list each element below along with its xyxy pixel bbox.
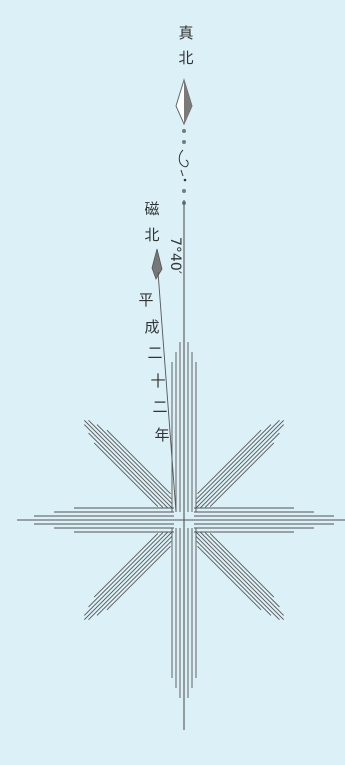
declination-value: 7°40′ (167, 237, 183, 274)
se-ray-line (197, 546, 261, 610)
sw-ray-line (97, 541, 171, 615)
se-ray-line (195, 531, 283, 619)
sw-ray-line (84, 531, 172, 619)
ne-ray-line (196, 420, 279, 503)
true-north-arrowhead-icon (176, 80, 192, 124)
year-char-3: 十 (150, 372, 165, 390)
year-char-1: 成 (144, 318, 159, 336)
ne-ray-line (210, 443, 274, 507)
se-ray-line (197, 541, 271, 615)
sw-ray-line (94, 533, 158, 597)
ne-ray-line (205, 433, 279, 507)
year-char-4: 二 (152, 398, 167, 416)
nw-ray-line (94, 443, 158, 507)
sw-ray-line (89, 536, 172, 619)
se-ray-line (200, 532, 283, 615)
sw-ray-line (89, 533, 163, 607)
magnetic-north-arrowhead-icon (152, 249, 162, 279)
true-north-label-1: 真 (178, 24, 193, 42)
compass-lines (17, 200, 345, 730)
ne-ray-line (197, 425, 271, 499)
ne-ray-line (195, 420, 283, 508)
se-ray-line (196, 536, 279, 619)
declination-label: 7°40′ (167, 237, 183, 274)
true-north-label-2: 北 (178, 49, 193, 67)
year-char-2: 二 (147, 344, 162, 362)
se-ray-line (210, 533, 274, 597)
ne-ray-line (200, 425, 283, 508)
ne-ray-line (197, 430, 261, 494)
year-char-0: 平 (138, 291, 153, 309)
se-ray-line (205, 533, 279, 607)
sw-ray-line (84, 532, 167, 615)
swirl-ornament-icon (179, 150, 188, 181)
nw-ray-line (89, 433, 163, 507)
magnetic-north-axis (158, 272, 176, 512)
magnetic-north-label-2: 北 (144, 226, 159, 244)
sw-ray-line (107, 546, 171, 610)
year-char-5: 年 (154, 426, 169, 444)
magnetic-north-label-1: 磁 (144, 200, 159, 218)
